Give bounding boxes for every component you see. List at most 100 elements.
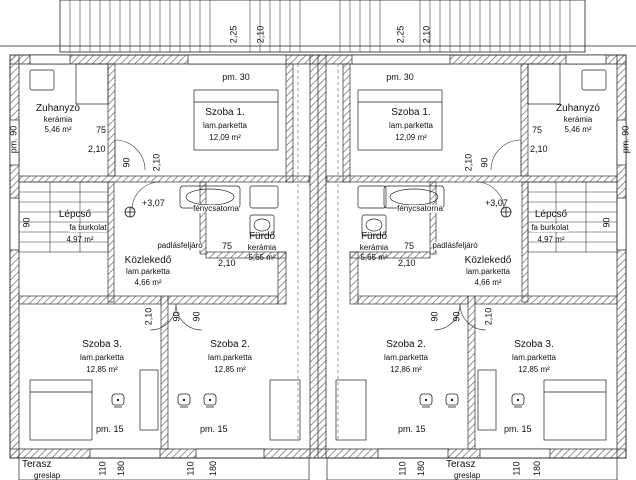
room-material-szoba3-left: lam.parketta [79,353,125,362]
room-material-szoba3-right: lam.parketta [511,353,557,362]
windows [9,54,627,459]
parapet-label-szoba3-left: pm. 15 [96,424,124,434]
room-material-szoba1-left: lam.parketta [202,121,248,130]
terrace-material-right: greslap [454,471,481,480]
terrace-name-left: Terasz [22,459,52,470]
parapet-label-left: pm. 30 [222,72,250,82]
room-area-szoba3-right: 12,85 m² [518,365,550,374]
room-area-kozlekedo-left: 4,66 m² [134,278,162,287]
room-area-lepcso-right: 4,97 m² [537,235,565,244]
terrace-frames [18,457,618,480]
dim-210-furdo-right: 2,10 [398,258,416,268]
dim-110-bottom-right-a: 110 [397,461,408,476]
room-material-szoba1-right: lam.parketta [388,121,434,130]
parapet-label-szoba2-left: pm. 15 [200,424,228,434]
room-name-zuhanyzo-left: Zuhanyzó [36,103,80,114]
room-name-zuhanyzo-right: Zuhanyzó [556,103,600,114]
dim-90-szoba2-right: 90 [429,311,440,322]
dim-90-right-a: 90 [479,157,490,168]
room-name-szoba3-left: Szoba 3. [82,339,122,350]
level-label-left: +3,07 [142,198,165,208]
terrace-material-left: greslap [34,471,61,480]
dim-75-zuhanyzo-left: 75 [96,125,107,135]
terrace-name-right: Terasz [446,459,476,470]
furniture [29,89,607,441]
dim-top-225-left: 2,25 [228,25,239,44]
dim-210-right-a: 2,10 [463,153,474,172]
room-material-szoba2-left: lam.parketta [207,353,253,362]
skylight-label-right: fénycsatorna [397,204,443,213]
dim-210-szoba3-left: 2,10 [143,307,154,326]
stairwell-dashed [297,64,339,440]
room-material-zuhanyzo-right: kerámia [563,115,593,124]
dim-75-furdo-left: 75 [222,241,233,251]
level-markers [124,206,512,218]
level-label-right: +3,07 [485,198,508,208]
dim-top-210-right: 2,10 [421,25,432,44]
room-area-szoba2-right: 12,86 m² [390,365,422,374]
door-swings [114,139,522,331]
room-name-kozlekedo-left: Közlekedő [124,255,172,266]
room-name-szoba2-left: Szoba 2. [210,339,250,350]
room-name-kozlekedo-right: Közlekedő [464,255,512,266]
room-material-zuhanyzo-left: kerámia [43,115,73,124]
dim-90-szoba3-left: 90 [171,311,182,322]
dim-90-stair-left: 90 [21,217,32,228]
dim-75-furdo-right: 75 [404,241,415,251]
room-material-lepcso-left: fa burkolat [69,223,107,232]
interior-walls [18,63,618,450]
dim-110-bottom-left-b: 110 [185,461,196,476]
dim-180-bottom-right-b: 180 [532,460,543,477]
room-area-szoba2-left: 12,85 m² [214,365,246,374]
room-area-lepcso-left: 4,97 m² [66,235,94,244]
room-material-lepcso-right: fa burkolat [531,223,569,232]
dim-110-bottom-left-a: 110 [97,461,108,476]
skylight-label-left: fénycsatorna [193,204,239,213]
room-area-kozlekedo-right: 4,66 m² [474,278,502,287]
dim-110-bottom-right-b: 110 [511,461,522,476]
dim-210-zuhanyzo-left: 2,10 [88,144,106,154]
attic-access-label-right: padlásfeljáró [432,241,478,250]
parapet-label-szoba2-right: pm. 15 [398,424,426,434]
dim-210-furdo-left: 2,10 [218,258,236,268]
room-name-lepcso-left: Lépcső [58,209,92,220]
dim-pm90-right: pm. 90 [620,125,631,154]
room-name-szoba3-right: Szoba 3. [514,339,554,350]
room-material-szoba2-right: lam.parketta [383,353,429,362]
room-material-furdo-left: kerámia [247,243,277,252]
room-name-szoba1-left: Szoba 1. [205,107,245,118]
dim-180-bottom-right-a: 180 [416,460,427,477]
room-name-szoba1-right: Szoba 1. [391,107,431,118]
room-area-furdo-left: 5,65 m² [248,253,276,262]
room-area-szoba1-left: 12,09 m² [209,133,241,142]
room-area-zuhanyzo-right: 5,46 m² [564,125,592,134]
room-name-furdo-left: Fürdő [248,231,276,242]
dim-pm90-left: pm. 90 [8,125,19,154]
room-material-furdo-right: kerámia [359,243,389,252]
room-area-szoba3-left: 12,85 m² [86,365,118,374]
dim-210-szoba3-right: 2,10 [483,307,494,326]
dim-top-225-right: 2,25 [395,25,406,44]
room-material-kozlekedo-left: lam.parketta [125,267,171,276]
room-material-kozlekedo-right: lam.parketta [465,267,511,276]
dim-180-bottom-left-b: 180 [208,460,219,477]
dim-180-bottom-left-a: 180 [116,460,127,477]
room-name-furdo-right: Fürdő [360,231,388,242]
dim-210-zuhanyzo-right: 2,10 [530,144,548,154]
dim-90-stair-right: 90 [601,217,612,228]
dim-75-zuhanyzo-right: 75 [532,125,543,135]
room-name-szoba2-right: Szoba 2. [386,339,426,350]
dim-210-left-a: 2,10 [151,153,162,172]
room-name-lepcso-right: Lépcső [534,209,568,220]
parapet-label-szoba3-right: pm. 15 [504,424,532,434]
parapet-label-right: pm. 30 [386,72,414,82]
exterior-walls [9,54,627,459]
room-area-furdo-right: 5,65 m² [360,253,388,262]
attic-access-label-left: padlásfeljáró [157,241,203,250]
stairs [18,181,618,253]
room-area-zuhanyzo-left: 5,46 m² [44,125,72,134]
room-area-szoba1-right: 12,09 m² [395,133,427,142]
dim-top-210-left: 2,10 [255,25,266,44]
dim-90-left-a: 90 [121,157,132,168]
